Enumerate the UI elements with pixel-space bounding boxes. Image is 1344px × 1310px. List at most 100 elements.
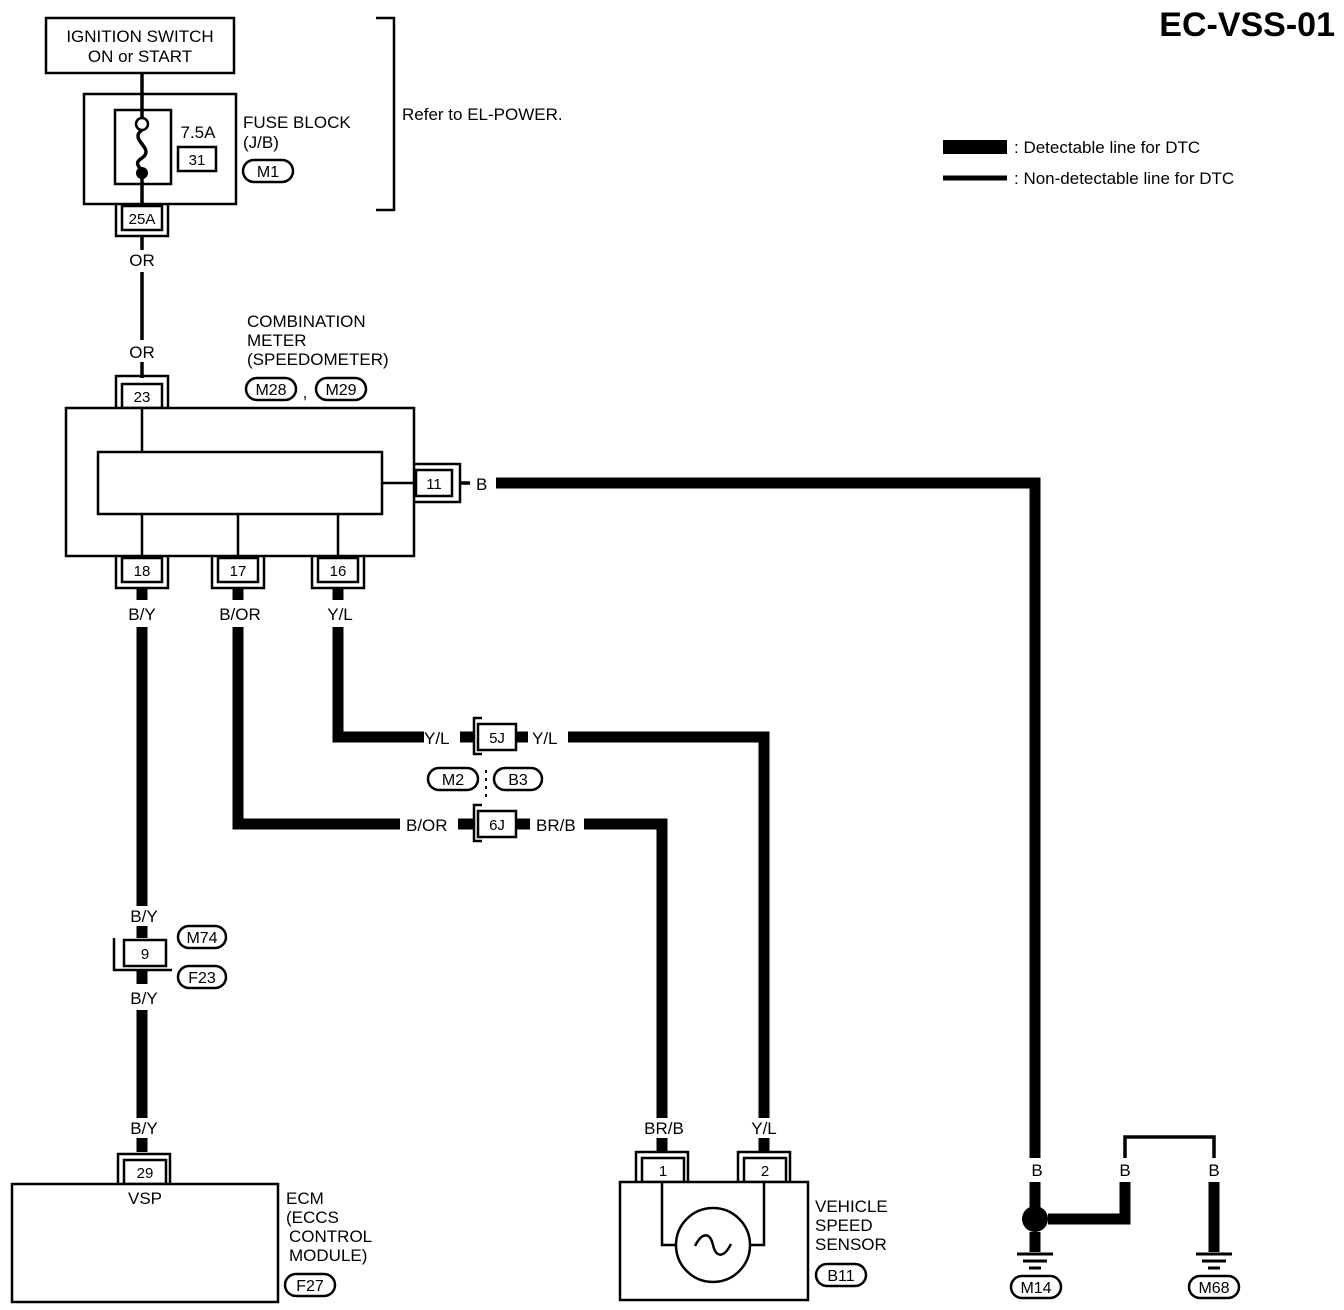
inline-connector-m74 [176,924,228,950]
wire-label-by-2: B/Y [130,907,157,926]
meter-connector-m29 [314,376,368,402]
svg-text:M74: M74 [186,930,217,947]
junction-connector-b3 [492,766,544,792]
fuse-number-box [176,145,218,173]
sensor-label-1: VEHICLE [815,1197,888,1216]
svg-text:2: 2 [761,1163,769,1180]
ecm-label-2: (ECCS [286,1208,339,1227]
fuse-contact-icon [134,116,150,132]
ground-icon-m14 [1017,1252,1053,1270]
meter-label-3: (SPEEDOMETER) [247,350,389,369]
svg-text:16: 16 [330,563,347,580]
junction-5j [476,722,518,752]
svg-text:F27: F27 [296,1278,324,1295]
wire-b-meter-ground [496,477,1041,1158]
wire-label-yl-3: Y/L [532,729,558,748]
fuse-number: 31 [189,152,206,169]
wire-yl-meter-5j [332,627,424,743]
svg-text:M14: M14 [1020,1280,1051,1297]
sensor-label-3: SENSOR [815,1235,887,1254]
fuse-rating: 7.5A [181,123,217,142]
svg-text:B3: B3 [508,772,528,789]
wire-label-by-3: B/Y [130,989,157,1008]
wire-yl-5j-sensor [568,731,770,1118]
inline-connector-f23 [176,964,228,990]
speedometer-box [96,450,384,516]
ignition-switch-box [44,16,236,75]
wire-label-by-1: B/Y [128,605,155,624]
svg-text:25A: 25A [129,211,156,228]
svg-text:9: 9 [141,946,149,963]
ecm-label-4: MODULE) [289,1246,367,1265]
fuse-block-label-2: (J/B) [243,133,279,152]
ecm-connector-f27 [283,1272,337,1298]
terminal-25a [120,204,164,232]
svg-text:18: 18 [134,563,151,580]
ecm-label-3: CONTROL [289,1227,372,1246]
ecm-pin-vsp: VSP [128,1189,162,1208]
wire-label-or-bottom: OR [129,343,155,362]
svg-text:M68: M68 [1198,1280,1229,1297]
refer-bracket [376,16,396,212]
wire-b-splice [1048,1182,1131,1225]
refer-note: Refer to EL-POWER. [402,105,563,124]
wire-label-by-4: B/Y [130,1119,157,1138]
svg-text:1: 1 [659,1163,667,1180]
wire-label-bor-1: B/OR [219,605,261,624]
svg-text:11: 11 [426,476,442,493]
wire-brb-6j-sensor [584,818,668,1118]
svg-text:F23: F23 [188,970,216,987]
terminal-29 [122,1158,168,1186]
svg-text:M29: M29 [325,382,356,399]
wire-label-brb-2: BR/B [644,1119,684,1138]
wire-bor-meter-6j [232,627,400,830]
inline-connector-9 [122,938,168,968]
meter-label-1: COMBINATION [247,312,366,331]
wire-label-or-top: OR [129,251,155,270]
wire-label-yl-1: Y/L [327,605,353,624]
ecm-box [10,1182,280,1304]
fuse-connector-label: M1 [257,164,279,181]
wire-label-brb-1: BR/B [536,816,576,835]
ecm-label-1: ECM [286,1189,324,1208]
svg-text:29: 29 [137,1165,154,1182]
terminal-11 [414,468,454,498]
wire-label-b-ground-2: B [1119,1161,1130,1180]
wire-label-yl-2: Y/L [424,729,450,748]
wire-b-to-m68-thin [1123,1135,1216,1158]
ignition-label-2: ON or START [88,47,192,66]
svg-text:M28: M28 [255,382,286,399]
sensor-label-2: SPEED [815,1216,873,1235]
fuse-connector-oval [241,158,295,184]
terminal-16 [316,556,360,584]
fuse-block-label-1: FUSE BLOCK [243,113,351,132]
wire-label-bor-2: B/OR [406,816,448,835]
terminal-17 [216,556,260,584]
svg-text:23: 23 [134,389,151,406]
legend-thin-text: : Non-detectable line for DTC [1014,169,1234,188]
svg-text:17: 17 [230,563,247,580]
svg-text:5J: 5J [489,730,505,747]
legend-thick-text: : Detectable line for DTC [1014,138,1200,157]
terminal-18 [120,556,164,584]
svg-text:6J: 6J [489,817,505,834]
junction-connector-m2 [426,766,480,792]
legend-thick-line [943,140,1007,154]
ground-connector-m68 [1187,1274,1241,1300]
svg-text:B11: B11 [827,1268,854,1285]
sensor-connector-b11 [814,1262,868,1288]
meter-connector-m28 [244,376,298,402]
svg-text:,: , [303,383,308,402]
meter-label-2: METER [247,331,307,350]
wire-label-b-meter: B [476,475,487,494]
svg-text:M2: M2 [442,772,464,789]
ground-icon-m68 [1196,1252,1232,1270]
wire-label-b-ground-3: B [1208,1161,1219,1180]
splice-point [1022,1206,1048,1232]
ignition-label-1: IGNITION SWITCH [66,27,213,46]
diagram-id: EC-VSS-01 [1159,6,1335,44]
wire-label-b-ground-1: B [1031,1161,1042,1180]
wire-label-yl-4: Y/L [751,1119,777,1138]
ground-connector-m14 [1009,1274,1063,1300]
